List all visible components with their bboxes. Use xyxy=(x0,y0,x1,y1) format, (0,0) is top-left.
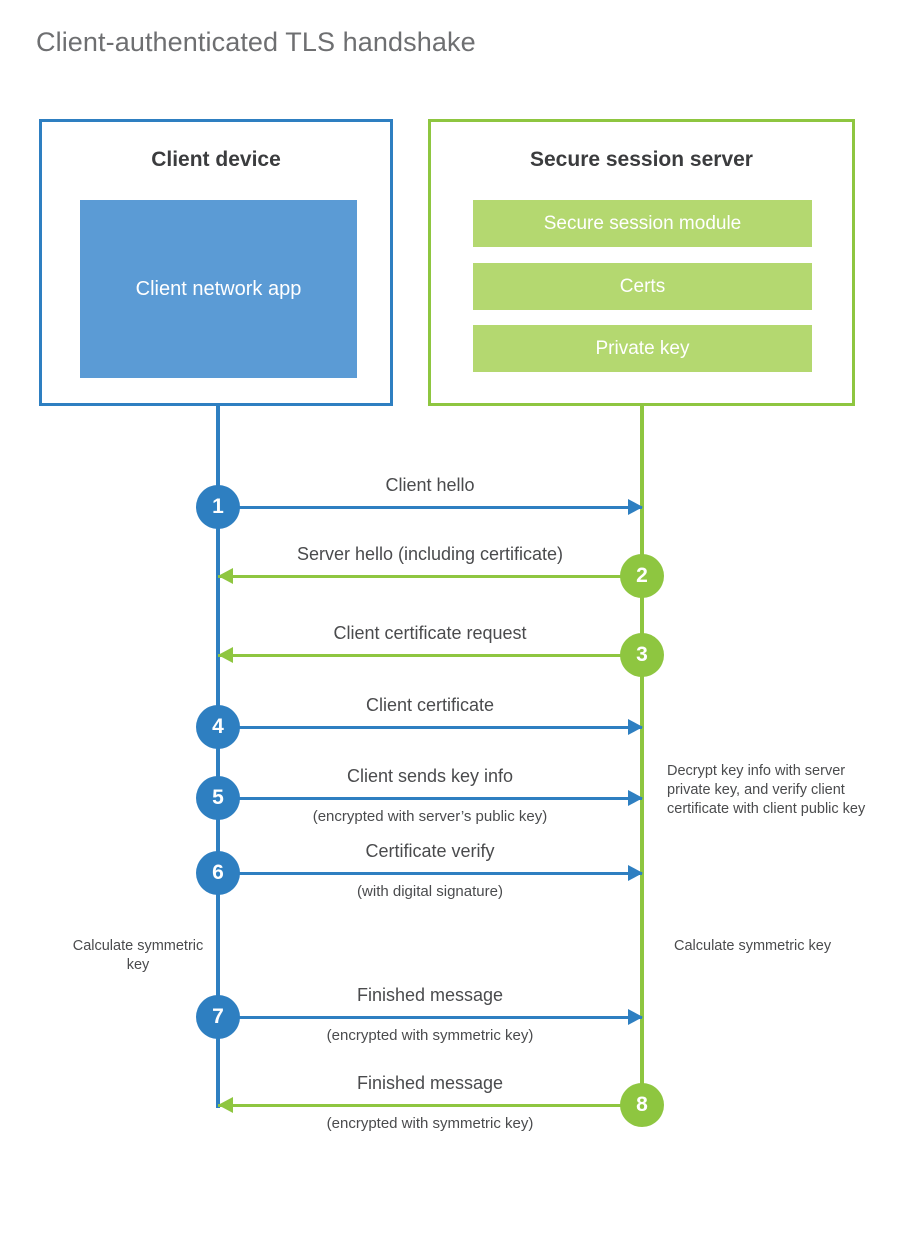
message-arrowhead-right-icon xyxy=(628,865,643,881)
step-number-badge: 3 xyxy=(620,633,664,677)
participant-box-secure-session-server: Secure session server Secure session mod… xyxy=(428,119,855,406)
message-arrow-line xyxy=(218,1016,642,1019)
message-arrowhead-right-icon xyxy=(628,719,643,735)
message-arrowhead-right-icon xyxy=(628,1009,643,1025)
step-number-badge: 4 xyxy=(196,705,240,749)
message-arrow-line xyxy=(218,654,642,657)
secure-session-server-title: Secure session server xyxy=(530,148,753,171)
page-title: Client-authenticated TLS handshake xyxy=(36,27,476,57)
message-arrow-line xyxy=(218,506,642,509)
message-arrowhead-left-icon xyxy=(218,1097,233,1113)
message-label: Client certificate xyxy=(365,695,495,715)
message-label: Client hello xyxy=(385,475,475,495)
annotation-client-calculate-symmetric-key: Calculate symmetric key xyxy=(72,938,204,973)
message-arrow-line xyxy=(218,1104,642,1107)
server-lifeline xyxy=(640,404,644,1106)
message-label: Finished message xyxy=(356,985,504,1005)
annotation-server-calculate-symmetric-key: Calculate symmetric key xyxy=(674,938,832,954)
participant-box-client-device: Client device Client network app xyxy=(39,119,393,406)
message-sublabel: (encrypted with symmetric key) xyxy=(326,1115,534,1132)
message-arrow-line xyxy=(218,726,642,729)
step-number-badge: 5 xyxy=(196,776,240,820)
step-number-badge: 2 xyxy=(620,554,664,598)
message-label: Finished message xyxy=(356,1073,504,1093)
step-number-badge: 6 xyxy=(196,851,240,895)
step-number-badge: 8 xyxy=(620,1083,664,1127)
message-label: Server hello (including certificate) xyxy=(296,544,564,564)
message-label: Client sends key info xyxy=(346,766,514,786)
client-network-app-block: Client network app xyxy=(80,200,357,378)
message-label: Certificate verify xyxy=(365,841,495,861)
message-arrowhead-right-icon xyxy=(628,790,643,806)
message-sublabel: (encrypted with server’s public key) xyxy=(312,808,548,825)
message-arrowhead-right-icon xyxy=(628,499,643,515)
annotation-decrypt-key-info: Decrypt key info with server private key… xyxy=(667,763,866,817)
message-arrow-line xyxy=(218,872,642,875)
server-component-certs: Certs xyxy=(473,263,812,310)
message-arrowhead-left-icon xyxy=(218,647,233,663)
client-device-title: Client device xyxy=(151,148,281,171)
client-lifeline xyxy=(216,404,220,1108)
message-sublabel: (encrypted with symmetric key) xyxy=(326,1027,534,1044)
step-number-badge: 1 xyxy=(196,485,240,529)
message-sublabel: (with digital signature) xyxy=(357,883,503,900)
server-component-private-key: Private key xyxy=(473,325,812,372)
message-arrow-line xyxy=(218,797,642,800)
server-component-secure-session-module: Secure session module xyxy=(473,200,812,247)
step-number-badge: 7 xyxy=(196,995,240,1039)
message-arrow-line xyxy=(218,575,642,578)
message-label: Client certificate request xyxy=(333,623,527,643)
message-arrowhead-left-icon xyxy=(218,568,233,584)
